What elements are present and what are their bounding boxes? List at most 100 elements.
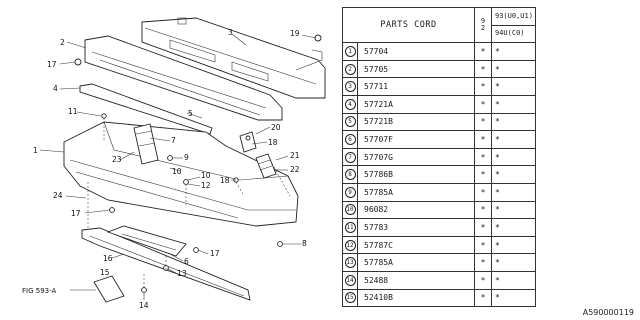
applicability-a: * [474, 182, 492, 202]
parts-cord-header: PARTS CORD [342, 6, 475, 44]
callout-numbers: 2 3 19 17 4 11 1 5 7 23 9 10 10 12 18 20… [22, 28, 307, 310]
applicability-b: * [491, 165, 536, 184]
applicability-a: * [474, 270, 492, 290]
callout-11: 11 [68, 107, 78, 116]
applicability-b: * [491, 288, 536, 308]
callout-13: 13 [177, 269, 187, 278]
callout-5: 5 [188, 109, 193, 118]
row-number: 3 [344, 81, 356, 93]
applicability-b: * [491, 77, 536, 96]
row-number-cell: 10 [342, 200, 358, 220]
row-number-cell: 7 [342, 147, 358, 167]
row-number-cell: 12 [342, 235, 358, 255]
row-number: 13 [344, 257, 356, 269]
column-b-header-top: 93(U0,U1) [491, 7, 536, 26]
row-number: 15 [344, 292, 356, 304]
applicability-a: * [474, 288, 492, 308]
row-number: 2 [344, 63, 356, 75]
bumper-exploded-diagram: 2 3 19 17 4 11 1 5 7 23 9 10 10 12 18 20… [22, 17, 326, 310]
applicability-a: * [474, 147, 492, 167]
part-code: 57711 [357, 77, 475, 96]
callout-18-b: 18 [268, 138, 278, 147]
part-code: 57707F [357, 130, 475, 149]
applicability-a: * [474, 218, 492, 237]
row-number-cell: 5 [342, 112, 358, 132]
leader-lines [39, 33, 317, 300]
row-number-cell: 9 [342, 182, 358, 202]
bumper-strip-part [79, 83, 213, 135]
applicability-b: * [491, 42, 536, 61]
row-number-cell: 11 [342, 218, 358, 237]
applicability-b: * [491, 130, 536, 149]
applicability-b: * [491, 218, 536, 237]
callout-2: 2 [60, 38, 65, 47]
callout-21: 21 [290, 151, 300, 160]
column-a-digit-1: 9 [480, 16, 486, 25]
column-b-header-bottom: 94U(C0) [491, 24, 536, 44]
applicability-b: * [491, 59, 536, 79]
row-number-cell: 13 [342, 253, 358, 272]
applicability-a: * [474, 77, 492, 96]
applicability-a: * [474, 165, 492, 184]
row-number: 8 [344, 169, 356, 181]
callout-17-top: 17 [47, 60, 57, 69]
applicability-a: * [474, 94, 492, 114]
applicability-b: * [491, 94, 536, 114]
part-code: 57721B [357, 112, 475, 132]
part-code: 52410B [357, 288, 475, 308]
applicability-a: * [474, 59, 492, 79]
part-code: 57785A [357, 253, 475, 272]
applicability-b: * [491, 112, 536, 132]
row-number: 7 [344, 151, 356, 163]
callout-24: 24 [53, 191, 63, 200]
applicability-b: * [491, 182, 536, 202]
row-number: 1 [344, 45, 356, 57]
applicability-a: * [474, 200, 492, 220]
column-a-header: 9 2 [474, 6, 492, 44]
part-code: 57786B [357, 165, 475, 184]
part-code: 57705 [357, 59, 475, 79]
callout-18: 18 [220, 176, 230, 185]
row-number: 14 [344, 274, 356, 286]
center-grille-part [106, 225, 187, 257]
applicability-b: * [491, 270, 536, 290]
part-code: 57704 [357, 42, 475, 61]
row-number-cell: 6 [342, 130, 358, 149]
callout-9: 9 [184, 153, 189, 162]
part-code: 57721A [357, 94, 475, 114]
callout-10: 10 [172, 167, 182, 176]
callout-12: 12 [201, 181, 211, 190]
applicability-a: * [474, 42, 492, 61]
applicability-b: * [491, 235, 536, 255]
applicability-a: * [474, 130, 492, 149]
row-number: 6 [344, 133, 356, 145]
row-number: 5 [344, 116, 356, 128]
callout-3: 3 [228, 28, 233, 37]
row-number: 10 [344, 204, 356, 216]
callout-19: 19 [290, 29, 300, 38]
applicability-a: * [474, 235, 492, 255]
row-number-cell: 2 [342, 59, 358, 79]
row-number-cell: 3 [342, 77, 358, 96]
license-plate-bracket [93, 275, 125, 303]
callout-17-low: 17 [210, 249, 220, 258]
row-number-cell: 8 [342, 165, 358, 184]
part-code: 96082 [357, 200, 475, 220]
energy-absorber-part [84, 35, 283, 121]
callout-16: 16 [103, 254, 113, 263]
bumper-face-part [63, 121, 299, 227]
callout-15: 15 [100, 268, 110, 277]
applicability-a: * [474, 253, 492, 272]
row-number: 4 [344, 98, 356, 110]
